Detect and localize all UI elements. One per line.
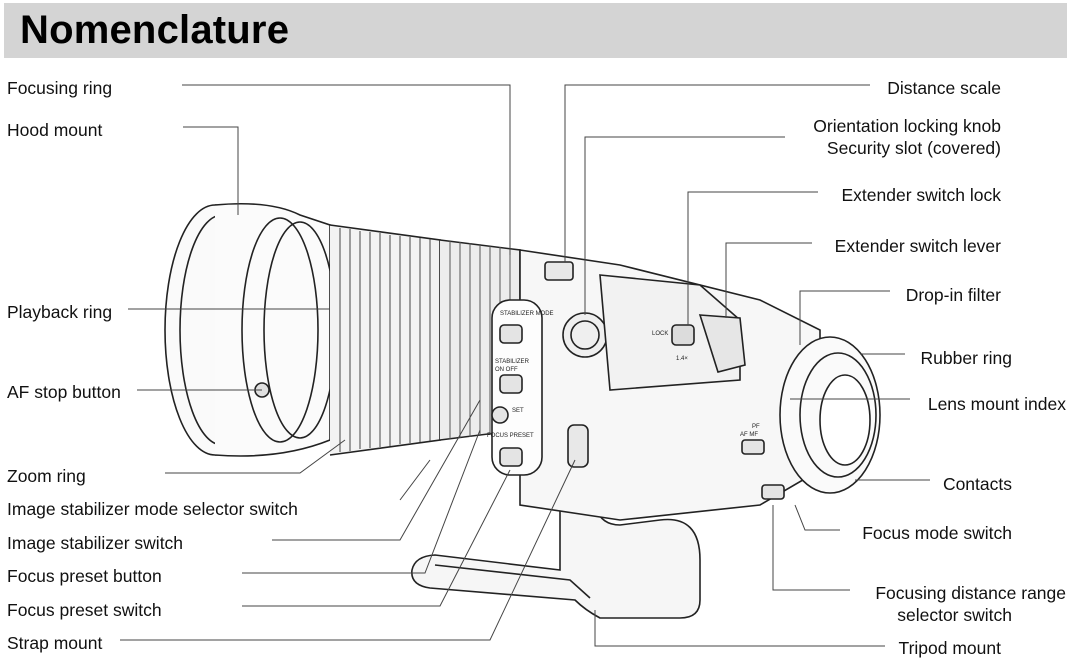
marking-focus-preset: FOCUS PRESET: [487, 433, 534, 439]
label-focus-preset-button: Focus preset button: [7, 566, 162, 586]
label-is-mode-switch: Image stabilizer mode selector switch: [7, 499, 298, 519]
label-is-switch: Image stabilizer switch: [7, 533, 184, 553]
marking-af-mf: AF MF: [740, 432, 758, 438]
label-rubber-ring: Rubber ring: [920, 348, 1012, 368]
marking-set: SET: [512, 408, 524, 414]
label-hood-mount: Hood mount: [7, 120, 103, 140]
label-extender-switch-lock: Extender switch lock: [841, 185, 1001, 205]
tripod-foot: [411, 499, 701, 619]
label-fdr-switch-line1: Focusing distance range: [875, 583, 1066, 603]
label-focus-mode-switch: Focus mode switch: [862, 523, 1012, 543]
label-distance-scale: Distance scale: [887, 78, 1001, 98]
label-contacts: Contacts: [942, 474, 1012, 494]
label-af-stop-button: AF stop button: [7, 382, 121, 402]
label-lens-mount-index: Lens mount index: [927, 394, 1066, 414]
marking-lock: LOCK: [652, 331, 668, 337]
label-focusing-ring: Focusing ring: [7, 78, 113, 98]
marking-pf: PF: [752, 424, 760, 430]
leader-lines: [120, 84, 930, 647]
label-security-slot: Security slot (covered): [826, 138, 1001, 158]
marking-on-off: ON OFF: [495, 367, 518, 373]
orientation-knob: [562, 312, 608, 358]
label-zoom-ring: Zoom ring: [7, 466, 86, 486]
label-tripod-mount: Tripod mount: [898, 638, 1001, 658]
label-focus-preset-switch: Focus preset switch: [7, 600, 162, 620]
label-drop-in-filter: Drop-in filter: [905, 285, 1001, 305]
label-playback-ring: Playback ring: [7, 302, 113, 322]
label-extender-switch-lever: Extender switch lever: [834, 236, 1001, 256]
marking-stabilizer: STABILIZER: [495, 359, 530, 365]
title-bar: Nomenclature: [4, 3, 1067, 58]
label-strap-mount: Strap mount: [7, 633, 103, 653]
label-orientation-knob: Orientation locking knob: [813, 116, 1001, 136]
label-fdr-switch-line2: selector switch: [897, 605, 1012, 625]
page-title: Nomenclature: [20, 8, 290, 52]
marking-extender: 1.4×: [676, 356, 688, 362]
marking-stabilizer-mode: STABILIZER MODE: [500, 311, 554, 317]
